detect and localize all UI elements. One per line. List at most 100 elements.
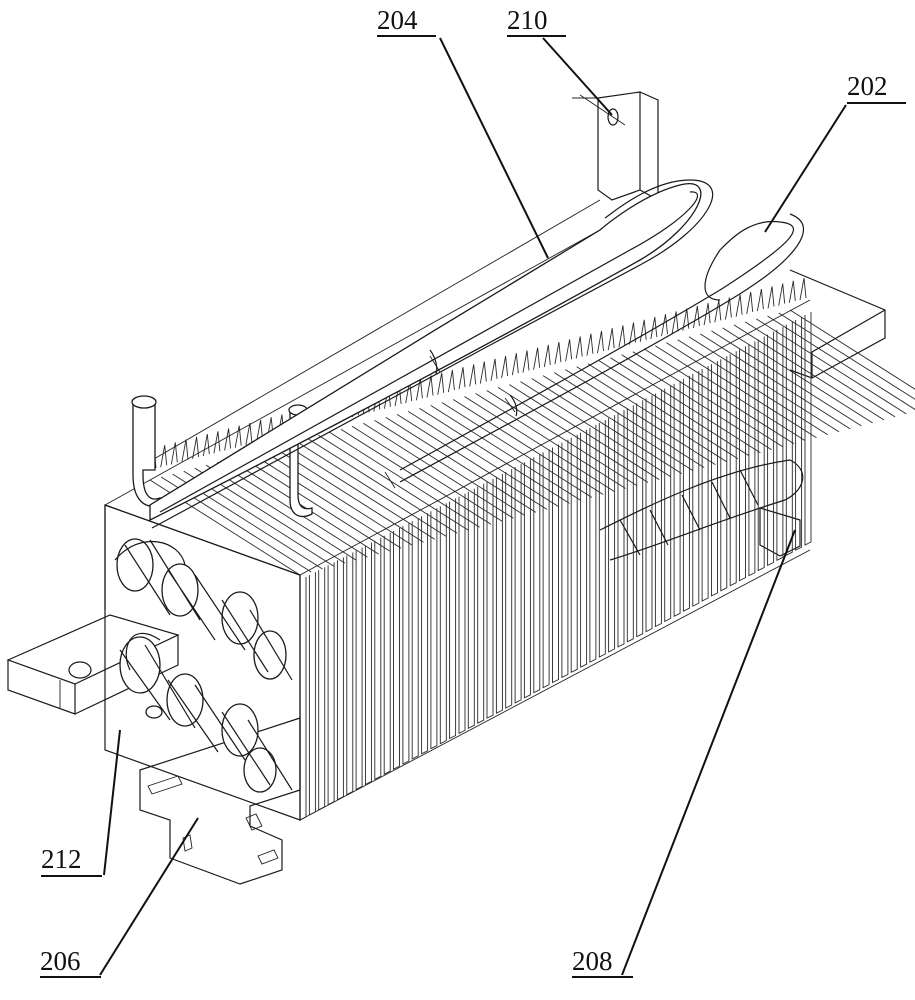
- fin-top-edge: [565, 369, 716, 465]
- reference-numerals: 204 210 202 212 206 208: [40, 5, 906, 978]
- fin-top-edge: [262, 449, 413, 546]
- fin-plate: [767, 331, 775, 567]
- fin-top-edge: [228, 458, 379, 555]
- fin-top-edge: [363, 422, 514, 519]
- fin-top-edge: [497, 387, 649, 483]
- leader-212: [103, 729, 121, 876]
- fin-plate: [411, 518, 419, 760]
- fin-top-edge: [295, 440, 447, 537]
- underside-tubes: [599, 459, 804, 561]
- fin-tooth: [735, 294, 743, 317]
- fin-plate: [598, 420, 606, 658]
- fin-tooth: [639, 319, 647, 342]
- fin-top-edge: [509, 384, 660, 480]
- fin-plate: [608, 415, 616, 653]
- fin-tooth: [565, 339, 573, 362]
- fin-tooth: [714, 300, 722, 323]
- fin-top-edge: [318, 434, 469, 531]
- fin-plate: [729, 351, 737, 587]
- fin-top-edge: [239, 455, 391, 552]
- bottom-mounting-bracket: [139, 717, 301, 885]
- fin-plate: [477, 483, 485, 724]
- leader-lines: [99, 37, 847, 976]
- fin-tooth: [522, 350, 530, 373]
- left-mounting-plate: [6, 614, 180, 715]
- fin-top-edge: [351, 425, 503, 522]
- fin-tooth: [778, 283, 786, 306]
- fin-plate: [514, 464, 522, 704]
- fin-top-edge: [553, 372, 705, 468]
- fin-plate: [495, 473, 503, 714]
- fin-tooth: [692, 305, 700, 328]
- fin-plate: [374, 537, 382, 781]
- fin-top-edge: [407, 411, 559, 507]
- fin-top-edge: [205, 464, 357, 561]
- fin-tooth: [192, 436, 200, 459]
- fin-top-edge: [396, 414, 548, 510]
- fin-plate: [626, 405, 634, 643]
- fin-plate: [739, 346, 746, 582]
- fin-top-edge: [778, 312, 915, 400]
- leader-206: [99, 817, 199, 976]
- fin-plate: [757, 336, 765, 572]
- fin-plate: [336, 557, 344, 801]
- fin-plate: [439, 503, 447, 745]
- fin-top-edge: [587, 363, 739, 460]
- fin-tooth: [703, 303, 711, 326]
- fin-plate: [654, 390, 662, 628]
- fin-plate: [467, 488, 475, 730]
- fin-top-edge: [430, 405, 581, 501]
- fin-tooth: [437, 372, 445, 395]
- fin-tooth: [661, 314, 668, 337]
- fin-tooth: [447, 369, 455, 393]
- label-212: 212: [41, 844, 82, 874]
- fin-tooth: [543, 344, 551, 367]
- fin-tooth: [586, 333, 594, 356]
- top-tube-loops: [149, 179, 805, 529]
- fin-plate: [421, 513, 429, 755]
- fin-tooth: [501, 355, 509, 379]
- fin-plate: [589, 424, 597, 663]
- fin-top-edge: [486, 390, 638, 486]
- fin-plate: [523, 459, 531, 699]
- fin-top-edge: [677, 339, 828, 436]
- fin-plate: [355, 547, 363, 791]
- fin-plate: [720, 356, 728, 592]
- right-mounting-plate: [759, 269, 886, 557]
- fin-top-edge: [464, 396, 615, 492]
- fin-plate: [552, 444, 559, 684]
- fin-plate: [804, 312, 812, 546]
- fin-tooth: [202, 434, 210, 457]
- leader-204: [439, 37, 549, 259]
- fin-plate: [505, 469, 513, 709]
- fin-tooth: [799, 277, 807, 301]
- fin-top-edge: [767, 315, 915, 410]
- fin-plate: [458, 493, 466, 735]
- fin-tooth: [426, 375, 434, 398]
- fin-plate: [570, 434, 578, 674]
- fin-tooth: [671, 311, 679, 334]
- label-208: 208: [572, 946, 613, 976]
- label-210: 210: [507, 5, 548, 35]
- fin-plate: [402, 523, 410, 765]
- fin-top-edge: [789, 309, 915, 390]
- fin-plate: [449, 498, 457, 740]
- fin-tooth: [533, 347, 541, 370]
- fin-plate: [299, 577, 307, 821]
- fin-tooth: [490, 358, 498, 381]
- fin-top-edge: [475, 393, 626, 489]
- fin-plate: [776, 326, 784, 562]
- fin-top-edge: [733, 324, 885, 421]
- fin-plate: [645, 395, 653, 633]
- fin-top-edge: [284, 443, 435, 540]
- fin-tooth: [181, 439, 189, 462]
- leader-210: [542, 37, 613, 116]
- fin-top-edge: [531, 378, 683, 474]
- fin-plate: [682, 375, 690, 612]
- fin-top-edge: [419, 408, 570, 504]
- label-202: 202: [847, 71, 888, 101]
- fin-plate: [795, 316, 803, 551]
- fin-plate: [636, 400, 644, 638]
- fin-top-edge: [374, 420, 525, 516]
